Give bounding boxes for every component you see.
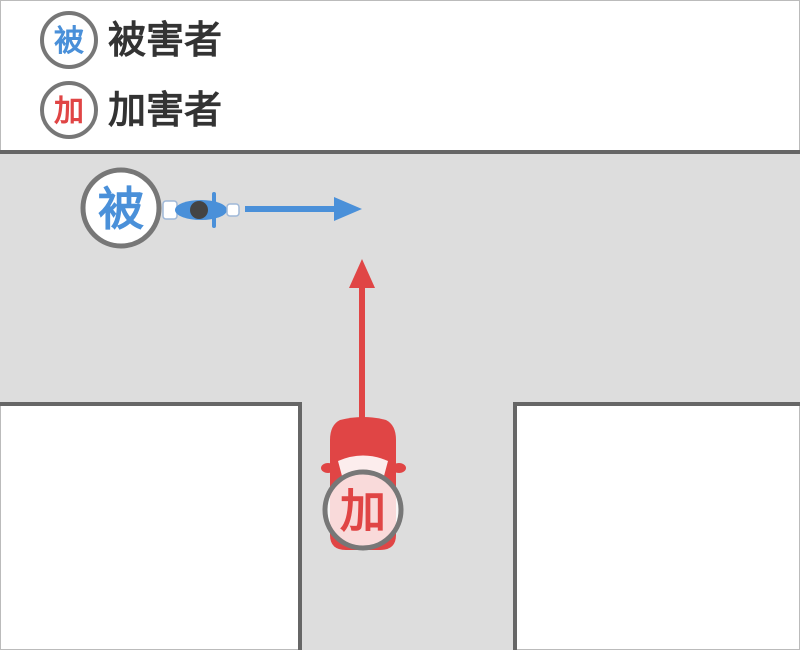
victim-direction-arrow (245, 197, 362, 221)
car-windshield (338, 455, 388, 476)
motorcycle-front-wheel (226, 203, 240, 217)
offender-marker-symbol: 加 (340, 484, 386, 538)
victim-legend-label: 被害者 (108, 18, 222, 62)
legend: 被 被害者 加 加害者 (40, 11, 222, 139)
victim-marker-badge (80, 167, 162, 249)
victim-arrow-head (334, 197, 362, 221)
offender-arrow-head (349, 259, 375, 288)
offender-legend-symbol: 加 (54, 94, 84, 129)
offender-marker: 加 (322, 469, 404, 551)
offender-legend-label: 加害者 (108, 88, 222, 132)
offender-legend-badge (40, 81, 98, 139)
legend-offender: 加 加害者 (40, 81, 222, 139)
left-corner-edge (0, 402, 302, 650)
offender-direction-arrow (349, 259, 375, 418)
victim-marker-symbol: 被 (98, 182, 144, 236)
rider-helmet (190, 201, 208, 219)
offender-marker-badge (322, 469, 404, 551)
victim-marker: 被 (80, 167, 162, 249)
victim-legend-symbol: 被 (54, 24, 84, 59)
right-corner-edge (513, 402, 800, 650)
motorcycle-rear-wheel (162, 200, 178, 220)
victim-legend-badge (40, 11, 98, 69)
legend-victim: 被 被害者 (40, 11, 222, 69)
motorcycle-top-view-icon (162, 192, 240, 228)
